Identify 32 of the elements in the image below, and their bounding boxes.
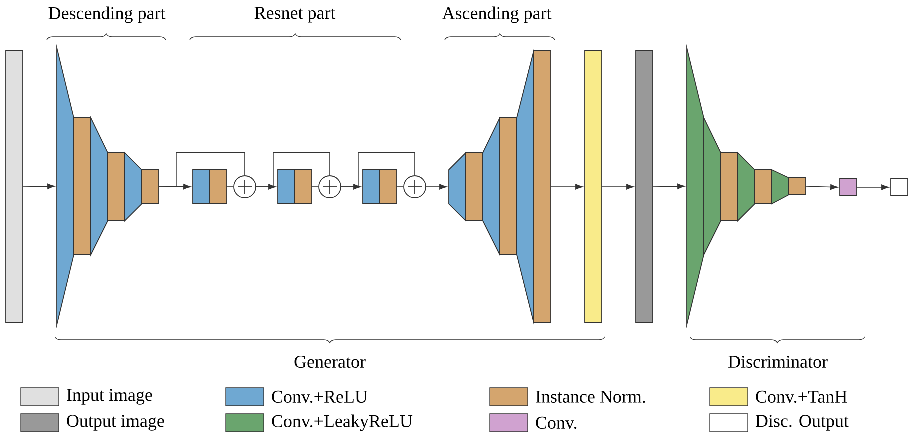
decoder-drawing [448,47,552,327]
residual-block [362,170,398,204]
section-label: Ascending part [442,6,552,24]
layer-bar [6,50,24,324]
legend-text: Instance Norm. [536,390,646,404]
layer-bar [636,50,654,324]
sum-circle [404,176,426,198]
section-label: Descending part [48,6,166,24]
layer-bar [840,178,858,196]
sum-circle [318,176,342,198]
arrow [857,184,890,190]
arrow [426,184,448,190]
arrow [653,184,686,190]
section-label: Resnet part [254,7,336,23]
sum-circle [234,176,256,198]
layer-bar [584,50,602,324]
legend-text: Conv.+LeakyReLU [272,414,413,432]
layer-bar [890,178,908,196]
legend-text: Input image [67,389,152,405]
legend-text: Conv.+TanH [756,390,848,404]
legend-text: Disc. Output [756,415,849,431]
section-label: Generator [294,356,366,368]
legend-text: Output image [67,415,164,431]
arrow [551,184,584,190]
residual-block [278,170,312,204]
arrow [23,184,56,190]
legend-text: Conv.+ReLU [272,390,368,404]
residual-block [192,170,228,204]
arrow [602,184,634,190]
section-label: Discriminator [728,356,828,368]
arrow [806,184,838,190]
legend-text: Conv. [536,416,577,430]
